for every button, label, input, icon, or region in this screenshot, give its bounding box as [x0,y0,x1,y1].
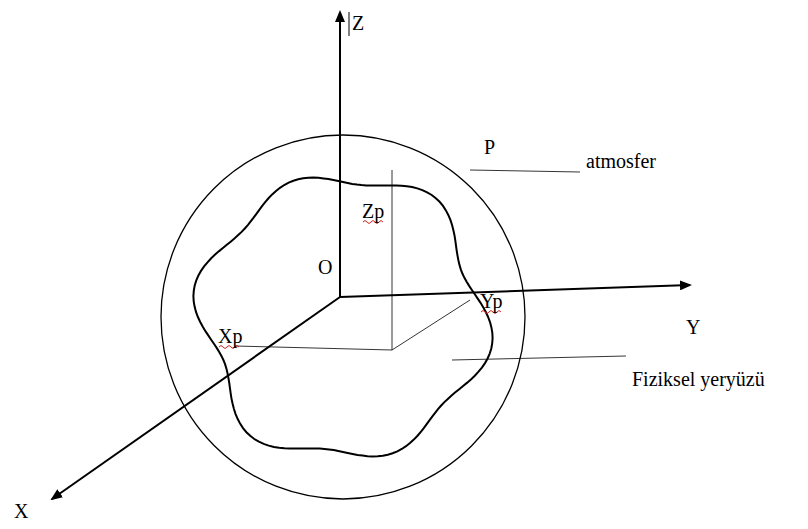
coordinate-label: Xp [218,325,242,347]
coordinate-label: Yp [480,290,503,312]
projection-line [392,170,393,350]
projection-line [235,346,392,350]
y-axis [340,285,690,297]
leader-line [452,356,626,360]
axis-label: Y [686,316,700,338]
projection-line [392,300,470,350]
callout-label: Fiziksel yeryüzü [632,368,765,390]
x-axis [52,297,340,499]
origin-label: O [318,256,332,278]
text-cursor [349,12,350,36]
coordinate-label: Zp [362,200,384,222]
z-axis [339,12,341,297]
leader-line [470,170,580,172]
axis-label: Z [352,12,364,34]
point-label: P [484,136,495,158]
atmosphere-circle [161,135,525,499]
axis-label: X [14,500,28,522]
earth-surface [193,178,492,457]
callout-label: atmosfer [586,150,656,172]
